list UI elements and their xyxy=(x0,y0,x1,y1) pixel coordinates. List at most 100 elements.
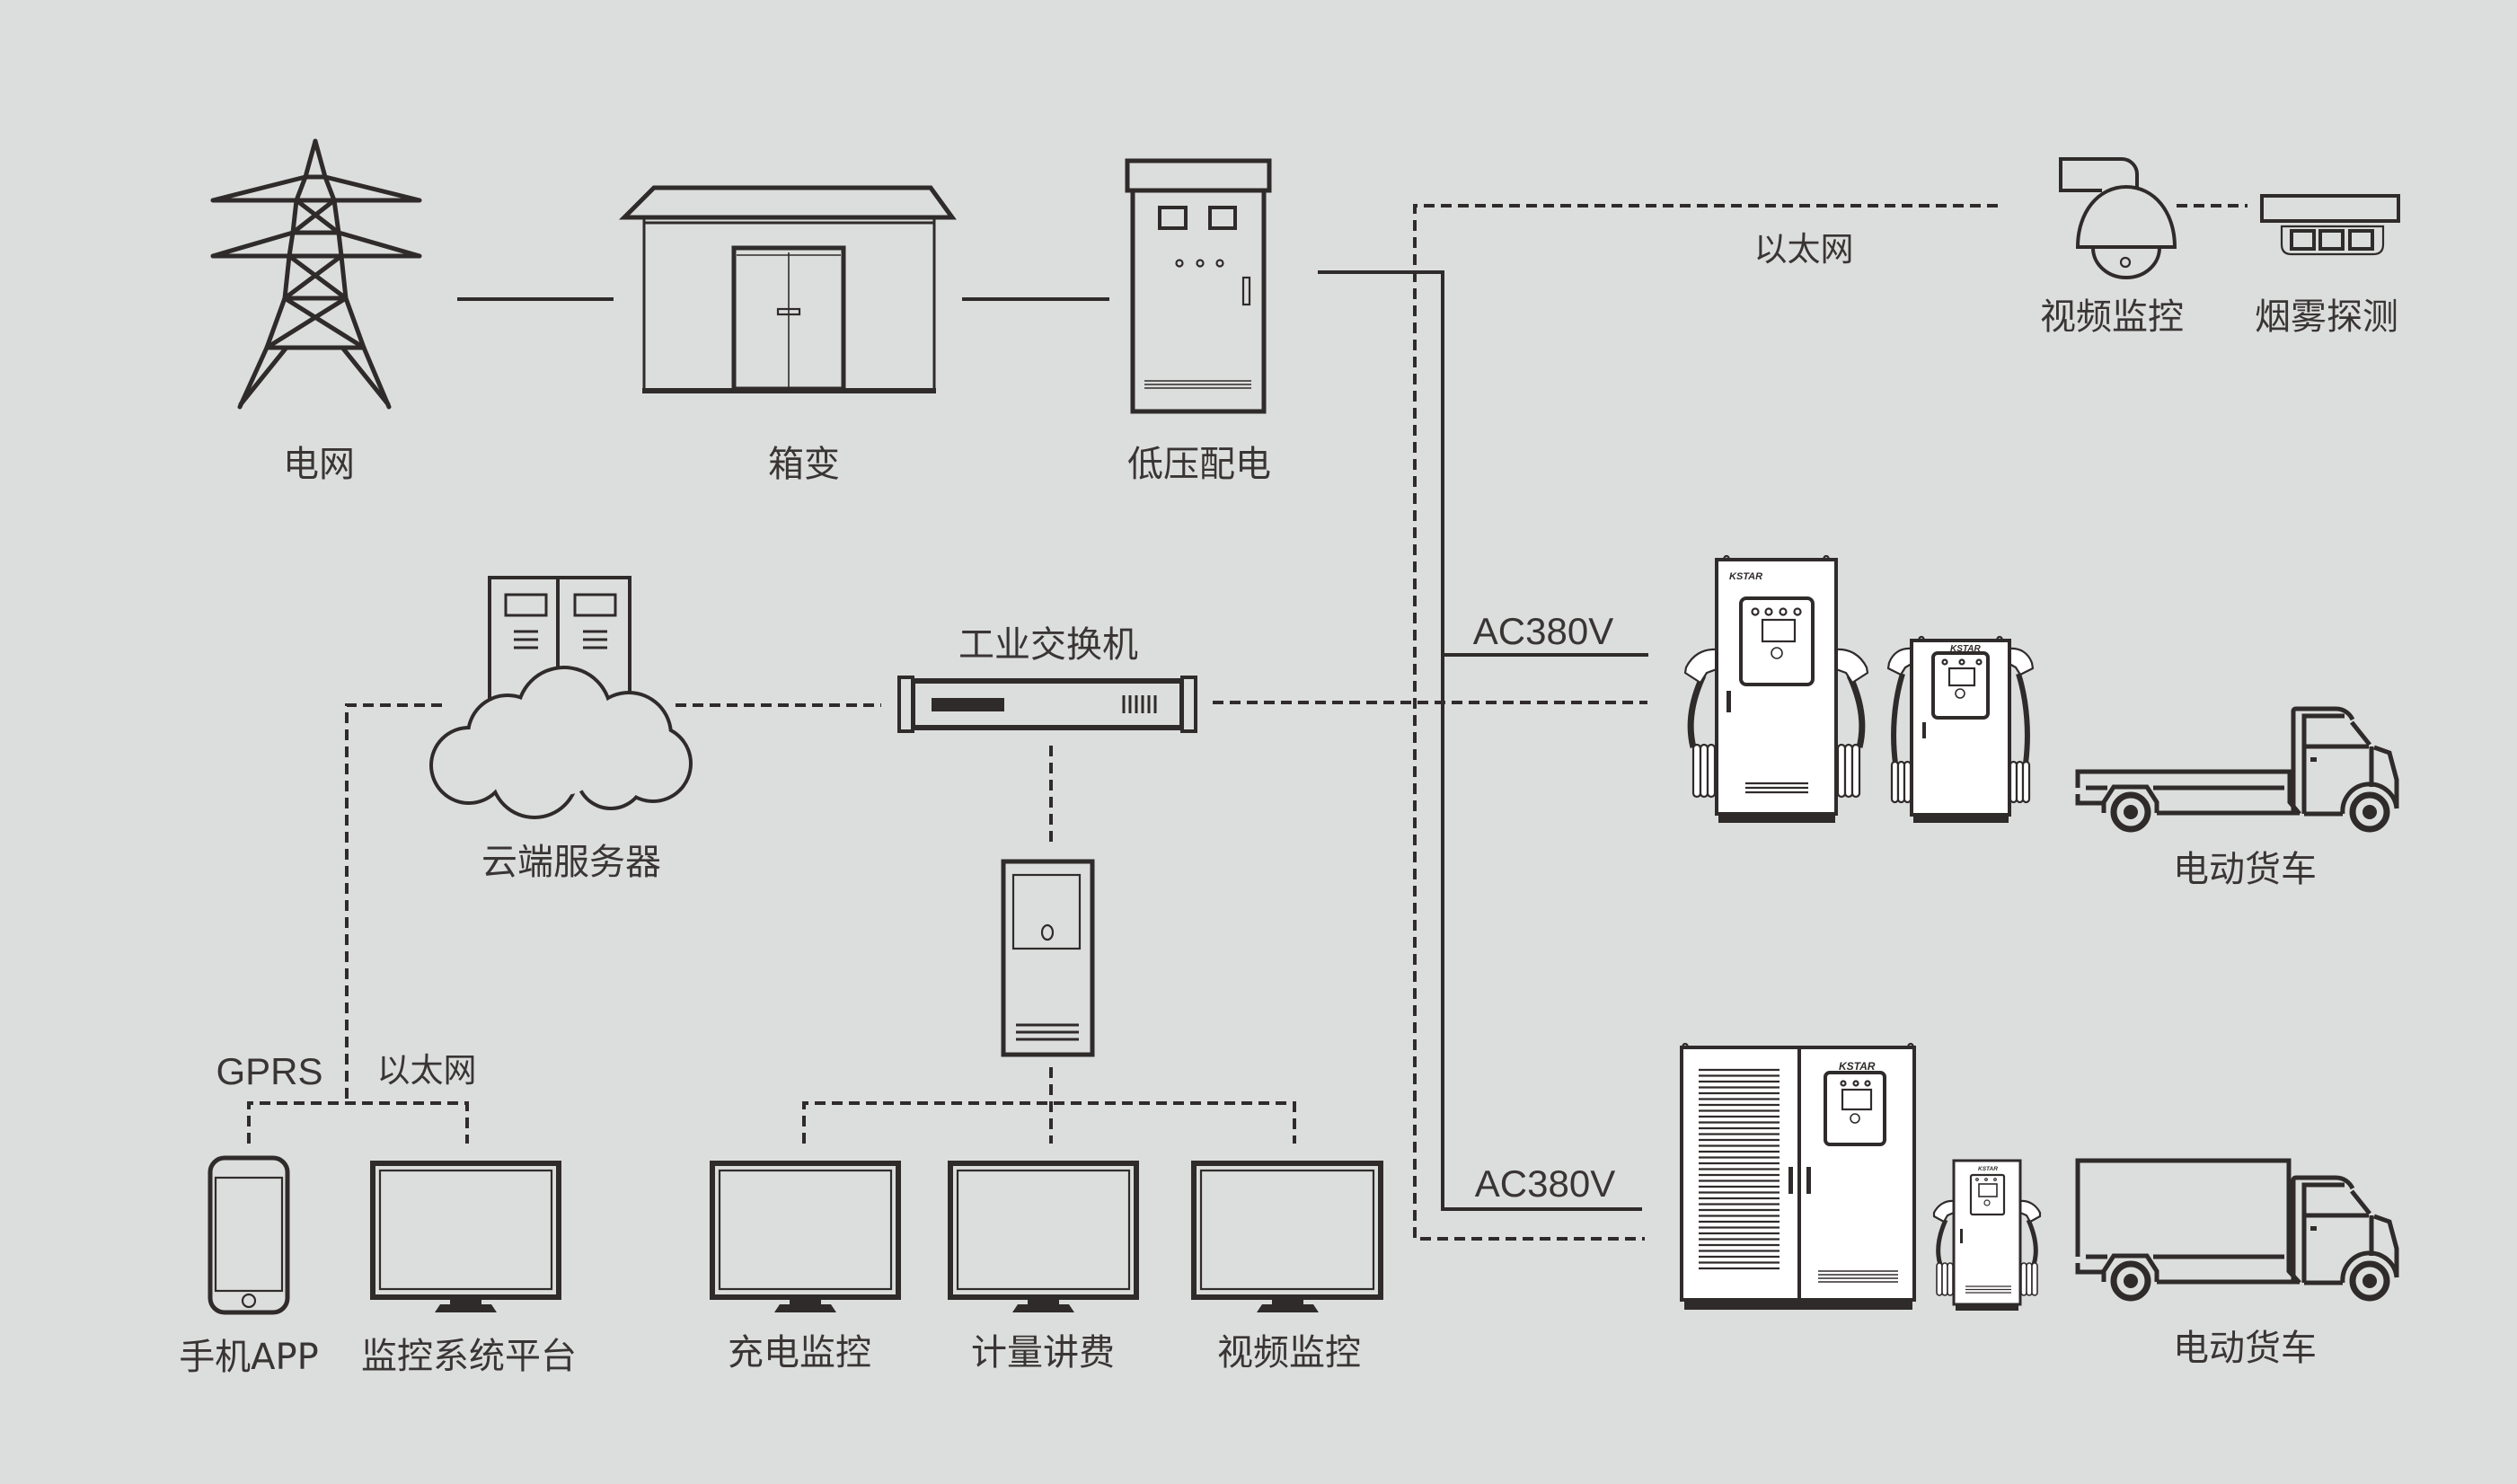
label-ac380v-2: AC380V xyxy=(1475,1162,1615,1205)
label-video-monitor: 视频监控 xyxy=(1217,1332,1361,1374)
display-screen xyxy=(1841,1088,1873,1111)
label-ethernet-top: 以太网 xyxy=(1754,230,1854,269)
gun-grip xyxy=(1903,760,1912,804)
monitor-icon-platform xyxy=(370,1161,561,1312)
charging-cable xyxy=(1687,674,1707,748)
cabinet-body xyxy=(1130,190,1267,414)
charging-cable xyxy=(1936,1218,1948,1266)
monitor-screen xyxy=(718,1169,893,1291)
gun-grip xyxy=(1941,1262,1948,1296)
monitor-stand xyxy=(774,1304,836,1312)
gun-grip xyxy=(1699,743,1709,799)
power-feeder-main xyxy=(1318,270,1642,1211)
label-charging-monitor: 充电监控 xyxy=(728,1332,871,1374)
label-low-voltage-distribution: 低压配电 xyxy=(1127,444,1271,485)
charging-gun-right xyxy=(2008,647,2035,804)
gun-grip xyxy=(1947,1262,1954,1296)
indicator-light xyxy=(1852,1080,1859,1087)
indicator-light xyxy=(1864,1080,1871,1087)
label-cloud-server: 云端服务器 xyxy=(481,842,661,883)
monitor-icon-charging xyxy=(710,1161,901,1312)
cloud-to-clients-line xyxy=(345,703,442,1103)
charging-gun-right xyxy=(2018,1199,2042,1296)
detector-sensor xyxy=(2348,229,2374,251)
brand-logo: KSTAR xyxy=(1950,644,1981,654)
truck-windshield xyxy=(2350,720,2371,746)
charger-base xyxy=(1956,1304,2018,1311)
truck-wheel-rear xyxy=(2110,791,2151,833)
box-truck-icon xyxy=(2075,1158,2399,1302)
tower-left-leg xyxy=(237,138,318,410)
door-handle xyxy=(1788,1167,1793,1194)
transmission-tower-icon xyxy=(210,138,422,410)
tower-upper-crossarm xyxy=(210,174,422,203)
cabinet-meter-window xyxy=(1208,206,1237,230)
cabinet-vent xyxy=(1144,380,1251,389)
dc-charger-large: KSTAR xyxy=(1683,554,1869,823)
indicator-light xyxy=(1751,607,1760,616)
emergency-button xyxy=(1983,1199,1991,1206)
indicator-light xyxy=(1984,1178,1988,1181)
charging-cable xyxy=(1846,674,1866,748)
truck-wheel-rear xyxy=(2110,1260,2151,1302)
nvr-host-icon xyxy=(1001,859,1095,1057)
phone-home-button xyxy=(241,1293,257,1309)
transformer-door xyxy=(731,245,846,392)
label-industrial-switch: 工业交换机 xyxy=(958,624,1138,666)
emergency-button xyxy=(1955,688,1965,699)
indicator-light xyxy=(1215,259,1224,268)
smartphone-icon xyxy=(208,1155,290,1315)
monitor-frame xyxy=(710,1161,901,1300)
gun-grip xyxy=(2021,760,2031,804)
transformer-door-handle xyxy=(776,307,801,316)
gun-holster xyxy=(2008,647,2035,676)
monitor-frame xyxy=(1191,1161,1383,1300)
gun-grip xyxy=(1691,743,1702,799)
truck-hood xyxy=(2373,1214,2399,1277)
gun-grip xyxy=(2020,1262,2027,1296)
ethernet-line-top xyxy=(1413,204,1998,1241)
monitor-neck xyxy=(1028,1300,1059,1305)
detector-housing xyxy=(2280,225,2385,256)
phone-body xyxy=(208,1155,290,1315)
brand-logo: KSTAR xyxy=(1978,1166,1998,1172)
server-slots xyxy=(514,630,538,649)
cloud-server-icon xyxy=(429,576,693,819)
monitor-frame xyxy=(370,1161,561,1300)
switch-ports xyxy=(1122,695,1157,713)
truck-chassis-group xyxy=(2075,1175,2399,1302)
monitor-stand xyxy=(435,1304,497,1312)
label-smoke-detection: 烟雾探测 xyxy=(2255,296,2398,338)
cloud-lobe-fill xyxy=(433,729,505,801)
box-transformer-icon xyxy=(618,185,957,393)
indicator-light xyxy=(1993,1178,1997,1181)
server-slots xyxy=(583,630,607,649)
truck-door-handle xyxy=(2310,1226,2317,1231)
camera-lens xyxy=(2119,256,2132,269)
gun-holster xyxy=(1886,647,1913,676)
charger-vent xyxy=(1965,1285,2011,1294)
label-monitoring-platform: 监控系统平台 xyxy=(361,1336,577,1377)
indicator-light xyxy=(1958,658,1965,666)
label-video-surveillance: 视频监控 xyxy=(2040,296,2184,338)
label-ethernet-bottom: 以太网 xyxy=(377,1051,477,1090)
ptz-camera-icon xyxy=(2059,157,2177,279)
truck-cab-outline xyxy=(2291,1175,2355,1283)
monitor-screen xyxy=(956,1169,1131,1291)
truck-rear-arch xyxy=(2101,784,2159,813)
clients-branch-line xyxy=(247,1101,469,1144)
truck-cab-outline xyxy=(2291,706,2355,814)
charging-gun-right xyxy=(1834,648,1869,799)
truck-door-handle xyxy=(2310,757,2317,762)
truck-windshield xyxy=(2350,1189,2371,1215)
indicator-light xyxy=(1779,607,1788,616)
host-power-button xyxy=(1040,923,1055,941)
gun-grip xyxy=(1936,1262,1943,1296)
charger-body xyxy=(1910,639,2011,817)
switch-status-bar xyxy=(932,698,1004,711)
detector-sensor xyxy=(2318,229,2345,251)
nvr-branch-line xyxy=(802,1101,1296,1144)
wheel-hub xyxy=(2124,805,2138,819)
camera-dome xyxy=(2075,184,2177,249)
